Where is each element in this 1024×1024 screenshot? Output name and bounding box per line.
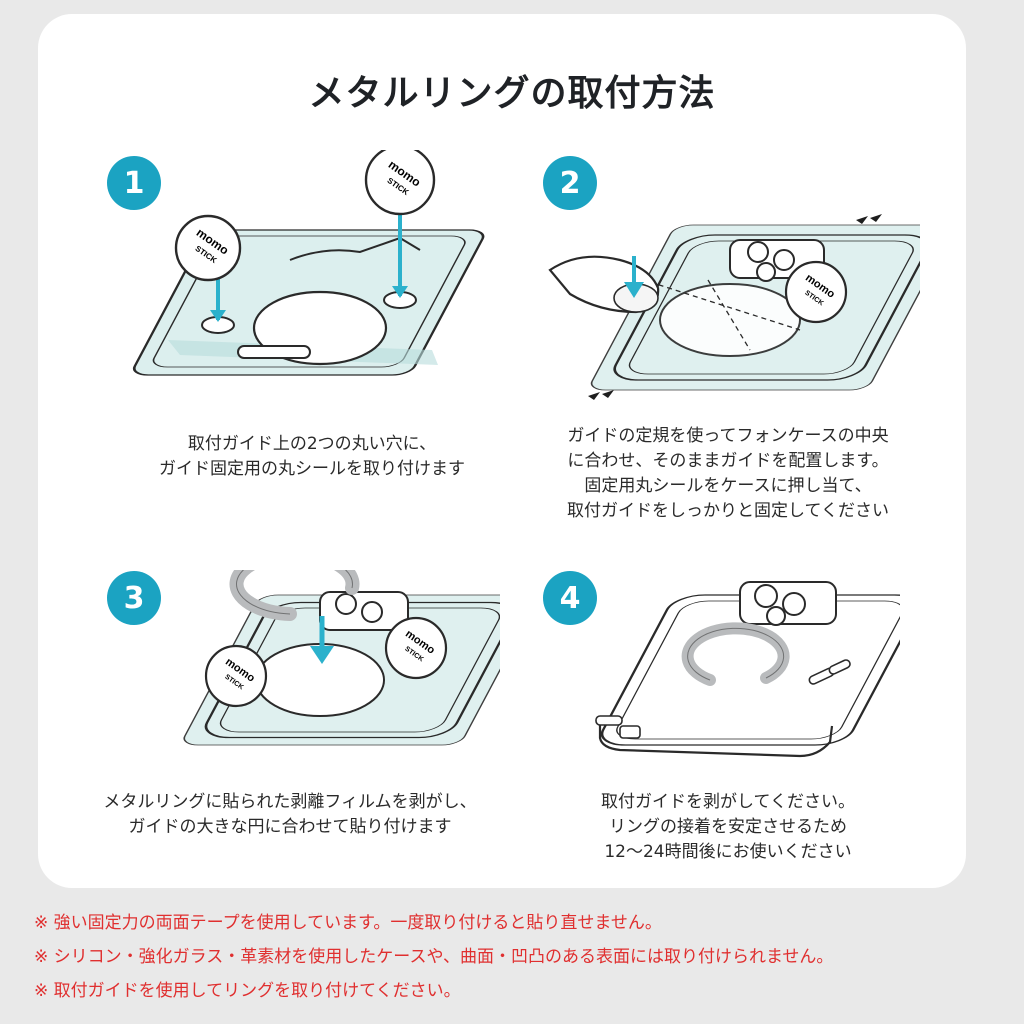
sticker-left: momo STICK (204, 644, 268, 708)
step-2-illustration: momo STICK (548, 214, 920, 400)
caution-notes: ※ 強い固定力の両面テープを使用しています。一度取り付けると貼り直せません。 ※… (34, 906, 1014, 1008)
finger-icon (548, 255, 660, 314)
sticker-right: momo STICK (784, 260, 848, 324)
step-4-badge: 4 (543, 571, 597, 625)
sticker-right: momo STICK (364, 150, 436, 216)
align-marker-icon (588, 392, 600, 400)
caution-note: ※ 強い固定力の両面テープを使用しています。一度取り付けると貼り直せません。 (34, 913, 662, 933)
caution-note: ※ シリコン・強化ガラス・革素材を使用したケースや、曲面・凹凸のある表面には取り… (34, 947, 834, 967)
step-2-badge: 2 (543, 156, 597, 210)
step-1-description: 取付ガイド上の2つの丸い穴に、 ガイド固定用の丸シールを取り付けます (159, 434, 465, 479)
tab-cutout (237, 345, 311, 359)
step-1-illustration: momo STICK momo STICK (132, 150, 485, 376)
side-button (595, 715, 623, 726)
align-marker-icon (856, 216, 868, 224)
step-1-badge: 1 (107, 156, 161, 210)
sticker-right: momo STICK (384, 616, 448, 680)
step-3-badge: 3 (107, 571, 161, 625)
side-button (619, 725, 641, 739)
side-button (828, 659, 851, 675)
step-3-illustration: momo STICK momo STICK (183, 570, 500, 746)
step-4-illustration (595, 581, 900, 758)
step-3-description: メタルリングに貼られた剥離フィルムを剥がし、 ガイドの大きな円に合わせて貼り付け… (103, 792, 477, 837)
step-2-description: ガイドの定規を使ってフォンケースの中央 に合わせ、そのままガイドを配置します。 … (567, 426, 889, 521)
page-title: メタルリングの取付方法 (308, 73, 716, 114)
sticker-left: momo STICK (174, 214, 242, 282)
step-4-description: 取付ガイドを剥がしてください。 リングの接着を安定させるため 12〜24時間後に… (601, 792, 855, 862)
caution-note: ※ 取付ガイドを使用してリングを取り付けてください。 (34, 981, 461, 1001)
